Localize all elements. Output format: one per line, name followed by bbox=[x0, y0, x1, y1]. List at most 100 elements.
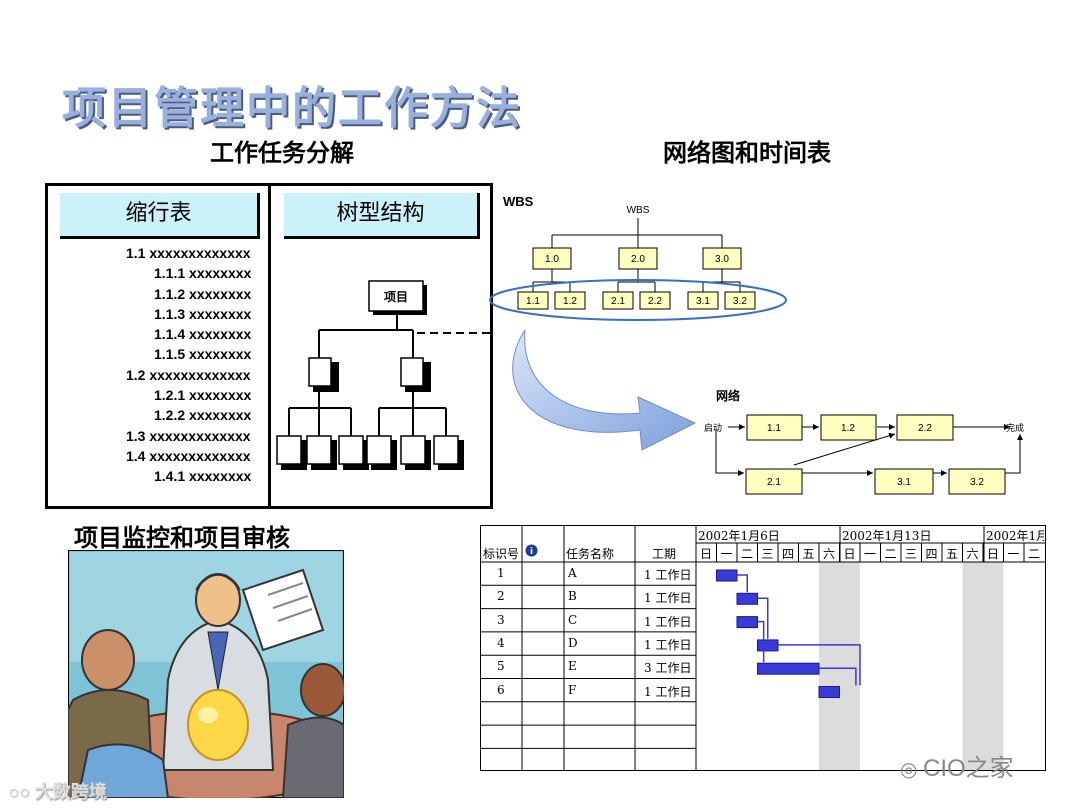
gantt-bar bbox=[818, 686, 840, 698]
wbs-root-label: WBS bbox=[627, 205, 650, 216]
wbs-label: WBS bbox=[503, 194, 534, 209]
gantt-cell-duration: 1 工作日 bbox=[644, 591, 692, 606]
wbs-node-2.2: 2.2 bbox=[648, 296, 662, 307]
indent-list-item: 1.4.1 xxxxxxxx bbox=[154, 468, 252, 485]
heading-monitoring-audit: 项目监控和项目审核 bbox=[74, 524, 290, 552]
gantt-cell-name: D bbox=[568, 635, 578, 650]
gantt-cell-name: E bbox=[568, 659, 577, 674]
network-node-1.1: 1.1 bbox=[767, 423, 781, 434]
level2-highlight-ellipse bbox=[489, 279, 787, 321]
wbs-node-3.1: 3.1 bbox=[696, 296, 710, 307]
indent-list-item: 1.2 xxxxxxxxxxxxx bbox=[126, 366, 251, 383]
gantt-bar bbox=[757, 639, 779, 652]
gantt-dependency-link bbox=[757, 597, 769, 639]
gantt-dependency-link bbox=[778, 644, 861, 686]
gantt-day-header: 二 bbox=[1028, 547, 1041, 561]
curved-arrow bbox=[512, 329, 697, 451]
info-icon: i bbox=[525, 544, 539, 558]
network-label: 网络 bbox=[716, 388, 740, 403]
gantt-grid bbox=[480, 525, 1046, 771]
gantt-dependency-link bbox=[757, 620, 765, 663]
network-end-label: 完成 bbox=[1006, 422, 1024, 434]
gantt-week-header-2: 2002年1月13日 bbox=[842, 529, 932, 543]
gantt-day-header: 一 bbox=[864, 547, 877, 561]
indent-list-item: 1.1.2 xxxxxxxx bbox=[154, 285, 252, 302]
indent-list-item: 1.2.2 xxxxxxxx bbox=[154, 407, 252, 424]
gantt-day-header: 三 bbox=[905, 547, 918, 561]
gantt-day-header: 一 bbox=[720, 547, 733, 561]
indent-list-item: 1.1.3 xxxxxxxx bbox=[154, 305, 252, 322]
gantt-cell-id: 6 bbox=[497, 682, 505, 697]
indent-list-item: 1.1.4 xxxxxxxx bbox=[154, 326, 252, 343]
gantt-cell-id: 4 bbox=[497, 635, 505, 650]
gantt-bar bbox=[716, 569, 738, 582]
indent-list-item: 1.3 xxxxxxxxxxxxx bbox=[126, 427, 251, 444]
network-start-label: 启动 bbox=[704, 422, 722, 434]
heading-network-schedule: 网络图和时间表 bbox=[663, 139, 831, 167]
indent-list-item: 1.1.5 xxxxxxxx bbox=[154, 346, 252, 363]
gantt-cell-name: A bbox=[568, 566, 577, 580]
network-node-1.2: 1.2 bbox=[841, 423, 855, 434]
gantt-cell-name: C bbox=[568, 612, 578, 627]
wbs-node-1.1: 1.1 bbox=[526, 296, 540, 307]
gantt-day-header: 日 bbox=[987, 547, 1000, 561]
gantt-cell-name: B bbox=[568, 589, 577, 604]
gantt-bar bbox=[736, 616, 758, 629]
gantt-cell-duration: 3 工作日 bbox=[644, 661, 692, 676]
gantt-cell-duration: 1 工作日 bbox=[644, 637, 692, 652]
heading-work-breakdown: 工作任务分解 bbox=[210, 139, 354, 167]
gantt-day-header: 五 bbox=[946, 547, 959, 561]
tree-structure-diagram: 项目 bbox=[276, 280, 491, 470]
tab-indent-list: 缩行表 bbox=[60, 193, 260, 239]
gantt-bar bbox=[757, 662, 820, 675]
tree-root-label: 项目 bbox=[384, 290, 408, 304]
gantt-col-id-header: 标识号 bbox=[483, 547, 520, 561]
wbs-node-2.0: 2.0 bbox=[631, 254, 645, 265]
gantt-cell-id: 5 bbox=[497, 659, 505, 674]
gantt-day-header: 五 bbox=[802, 547, 815, 561]
gantt-col-duration-header: 工期 bbox=[652, 547, 677, 561]
gantt-cell-id: 1 bbox=[497, 566, 505, 580]
watermark-right: ◎ CIO之家 bbox=[900, 755, 1014, 782]
gantt-day-header: 四 bbox=[782, 547, 795, 561]
network-node-2.2: 2.2 bbox=[918, 423, 932, 434]
watermark-logo-icon: ○○ bbox=[8, 782, 35, 802]
indent-list-item: 1.1 xxxxxxxxxxxxx bbox=[126, 245, 251, 261]
gantt-col-name-header: 任务名称 bbox=[566, 547, 615, 561]
watermark-left: ○○ 大数跨境 bbox=[8, 782, 107, 802]
gantt-cell-duration: 1 工作日 bbox=[644, 568, 692, 582]
gantt-day-header: 三 bbox=[761, 547, 774, 561]
gantt-chart: 标识号 i 任务名称 工期 2002年1月6日 2002年1月13日 2002年… bbox=[480, 525, 1046, 771]
gantt-dependency-link bbox=[819, 667, 857, 686]
gantt-day-header: 六 bbox=[823, 547, 836, 561]
indent-list: 1.1 xxxxxxxxxxxxx 1.1.1 xxxxxxxx 1.1.2 xxx… bbox=[70, 243, 255, 487]
gantt-day-header: 日 bbox=[700, 547, 713, 561]
wbs-node-1.2: 1.2 bbox=[563, 296, 577, 307]
wbs-diagram: WBS WBS 1.0 2.0 3.0 1.1 1.2 2 bbox=[489, 194, 787, 321]
gantt-day-header: 二 bbox=[741, 547, 754, 561]
gantt-week-header-1: 2002年1月6日 bbox=[698, 529, 780, 543]
gantt-day-header: 六 bbox=[966, 547, 979, 561]
network-node-2.1: 2.1 bbox=[767, 477, 781, 488]
tab-tree-structure: 树型结构 bbox=[284, 193, 480, 239]
svg-text:i: i bbox=[530, 547, 533, 557]
gantt-day-header: 一 bbox=[1007, 547, 1020, 561]
wbs-node-1.0: 1.0 bbox=[545, 254, 559, 265]
gantt-day-header: 二 bbox=[884, 547, 897, 561]
gantt-cell-id: 3 bbox=[497, 612, 505, 627]
network-diagram: 网络 启动 完成 1.1 1.2 2.2 2.1 3.1 3.2 bbox=[704, 388, 1024, 495]
gantt-bar bbox=[736, 592, 758, 605]
gantt-cell-duration: 1 工作日 bbox=[644, 684, 692, 699]
network-node-3.1: 3.1 bbox=[897, 477, 911, 488]
gantt-day-header: 四 bbox=[925, 547, 938, 561]
gantt-dependency-link bbox=[737, 574, 748, 593]
indent-list-item: 1.4 xxxxxxxxxxxxx bbox=[126, 447, 251, 464]
indent-list-item: 1.1.1 xxxxxxxx bbox=[154, 265, 252, 282]
wbs-node-3.0: 3.0 bbox=[715, 254, 729, 265]
wbs-node-2.1: 2.1 bbox=[611, 296, 625, 307]
gantt-cell-id: 2 bbox=[497, 589, 505, 604]
indent-list-item: 1.2.1 xxxxxxxx bbox=[154, 387, 252, 404]
gantt-cell-name: F bbox=[568, 682, 577, 697]
page-title: 项目管理中的工作方法 bbox=[62, 83, 522, 134]
wechat-icon: ◎ bbox=[900, 759, 924, 781]
